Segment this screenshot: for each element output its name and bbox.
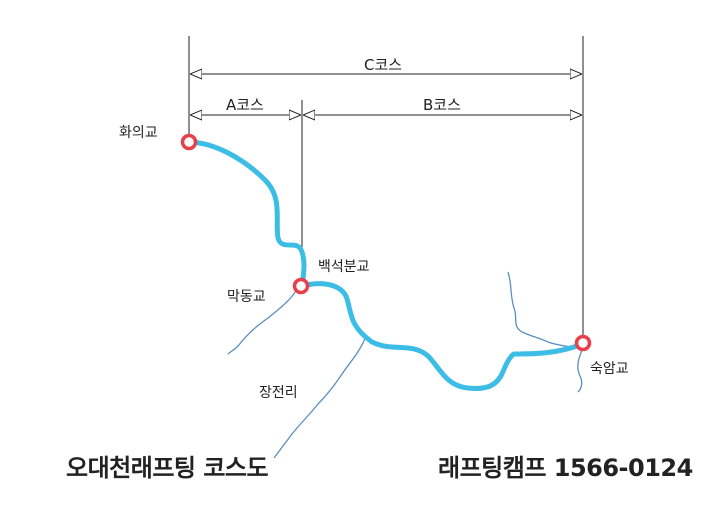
place-label-makdong: 막동교 xyxy=(227,289,266,305)
tributary-makdong xyxy=(227,283,301,355)
tributary-jangjeon xyxy=(273,335,367,459)
place-label-jangjeon: 장전리 xyxy=(259,385,298,401)
contact-phone: 래프팅캠프 1566-0124 xyxy=(438,454,693,482)
place-label-sugam: 숙암교 xyxy=(590,361,629,377)
place-label-hwaui: 화의교 xyxy=(119,125,158,141)
course-a-label: A코스 xyxy=(226,96,264,114)
course-b-label: B코스 xyxy=(423,96,461,114)
tributary-northeast xyxy=(507,271,577,349)
marker-baekseok xyxy=(292,277,310,295)
map-title: 오대천래프팅 코스도 xyxy=(66,454,269,482)
marker-sugam xyxy=(574,334,592,352)
tributary-sugam-south xyxy=(577,349,583,393)
place-label-baekseok: 백석분교 xyxy=(318,259,370,275)
marker-hwaui xyxy=(180,133,198,151)
main-river xyxy=(185,139,586,391)
course-c-label: C코스 xyxy=(364,56,403,74)
